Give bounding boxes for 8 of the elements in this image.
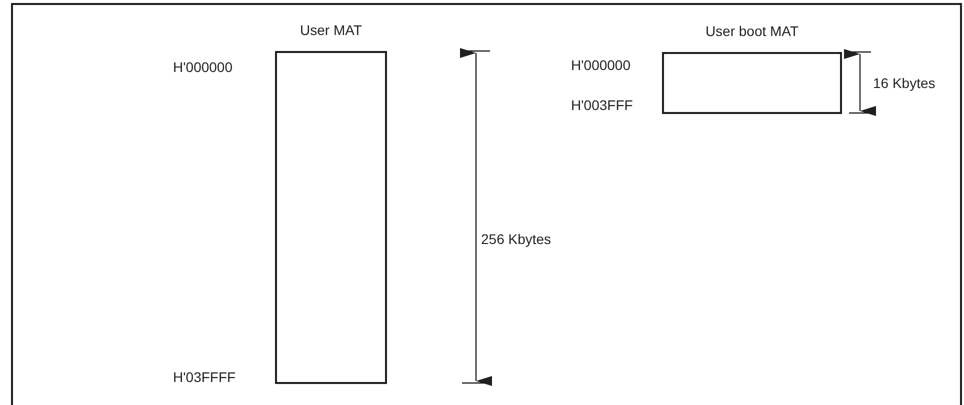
size-label: 16 Kbytes	[873, 75, 936, 91]
block-title: User MAT	[299, 22, 363, 38]
address-label: H'03FFFF	[173, 369, 236, 385]
size-label: 256 Kbytes	[481, 231, 552, 247]
block-title: User boot MAT	[704, 23, 800, 39]
address-label: H'003FFF	[571, 97, 633, 113]
address-label: H'000000	[571, 57, 630, 73]
address-label: H'000000	[173, 59, 232, 75]
